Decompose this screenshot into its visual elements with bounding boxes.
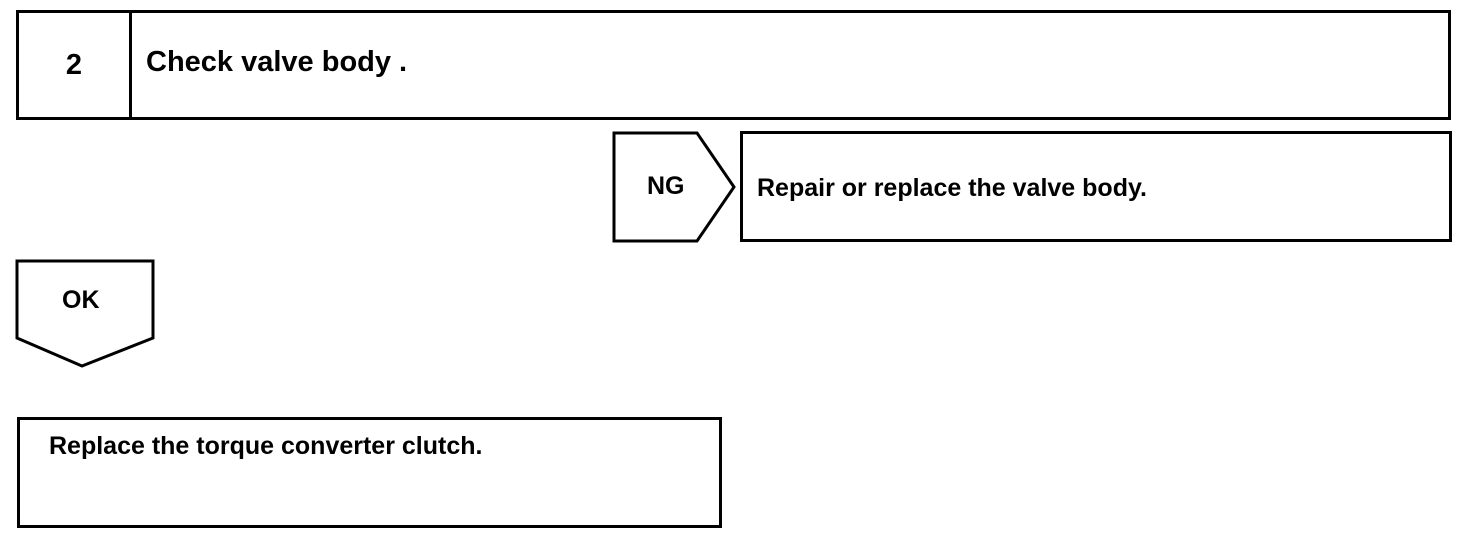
ng-label: NG	[647, 172, 685, 200]
ok-label: OK	[62, 286, 100, 314]
ok-action-text: Replace the torque converter clutch.	[49, 432, 483, 460]
step-box: 2 Check valve body .	[16, 10, 1451, 120]
step-number: 2	[19, 13, 132, 117]
ok-result-box: Replace the torque converter clutch.	[17, 417, 722, 528]
ng-action-text: Repair or replace the valve body.	[757, 174, 1147, 202]
step-title: Check valve body .	[146, 45, 408, 78]
ng-result-box: Repair or replace the valve body.	[740, 131, 1452, 242]
